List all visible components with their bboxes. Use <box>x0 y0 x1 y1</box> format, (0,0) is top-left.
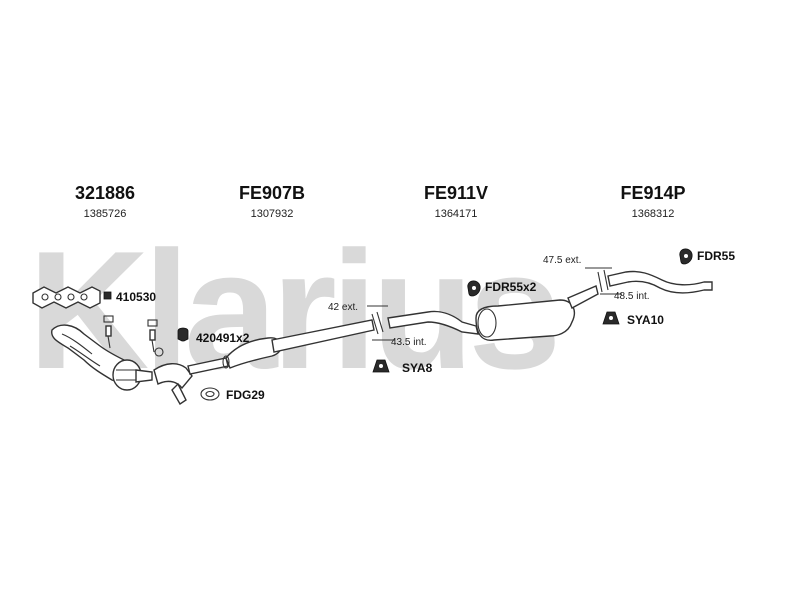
ring-gasket-icon <box>200 387 220 401</box>
gasket-fdg29-label[interactable]: FDG29 <box>200 387 265 402</box>
hanger-fdr55x2-label[interactable]: FDR55x2 <box>467 280 537 297</box>
clamp-icon <box>177 327 189 342</box>
dimension-48-5-int: 48.5 int. <box>614 291 650 302</box>
joint-marker-2 <box>585 267 622 295</box>
svg-text:FDG29: FDG29 <box>226 388 265 402</box>
part-code: FE907B <box>239 183 305 203</box>
joint-marker-1 <box>367 305 395 341</box>
svg-text:FDR55: FDR55 <box>697 249 735 263</box>
clamp-420491-label[interactable]: 420491x2 <box>177 327 250 345</box>
manifold-catalyst-part[interactable] <box>51 315 193 405</box>
gasket-410530-label[interactable]: 410530 <box>103 290 156 304</box>
part-number: 1364171 <box>435 208 478 220</box>
manifold-gasket-part[interactable] <box>32 286 101 309</box>
sensor-boss-icon <box>149 329 156 341</box>
dimension-42-ext: 42 ext. <box>328 302 358 313</box>
part-code: FE911V <box>424 183 488 203</box>
part-code: FE914P <box>620 183 685 203</box>
mount-sya10-label[interactable]: SYA10 <box>602 311 664 327</box>
group-rear-pipe[interactable]: FE914P 1368312 <box>620 183 685 220</box>
front-pipe-part[interactable] <box>187 319 375 375</box>
sensor-boss-icon <box>105 325 112 337</box>
part-number: 1385726 <box>84 208 127 220</box>
svg-text:SYA8: SYA8 <box>402 361 433 375</box>
dimension-43-5-int: 43.5 int. <box>391 337 427 348</box>
group-front-pipe[interactable]: FE907B 1307932 <box>239 183 305 220</box>
part-code: 321886 <box>75 183 135 203</box>
rear-pipe-part[interactable] <box>607 270 713 294</box>
part-number: 1368312 <box>632 208 675 220</box>
part-number: 1307932 <box>251 208 294 220</box>
group-front-section[interactable]: 321886 1385726 <box>75 183 135 220</box>
hanger-fdr55-label[interactable]: FDR55 <box>679 248 736 265</box>
group-centre-silencer[interactable]: FE911V 1364171 <box>424 183 488 220</box>
svg-text:410530: 410530 <box>116 290 156 304</box>
svg-text:420491x2: 420491x2 <box>196 331 250 345</box>
mount-sya8-label[interactable]: SYA8 <box>372 359 433 375</box>
svg-text:FDR55x2: FDR55x2 <box>485 280 537 294</box>
centre-silencer-part[interactable] <box>387 285 599 341</box>
dimension-47-5-ext: 47.5 ext. <box>543 255 581 266</box>
gasket-icon <box>103 291 112 300</box>
svg-text:SYA10: SYA10 <box>627 313 664 327</box>
